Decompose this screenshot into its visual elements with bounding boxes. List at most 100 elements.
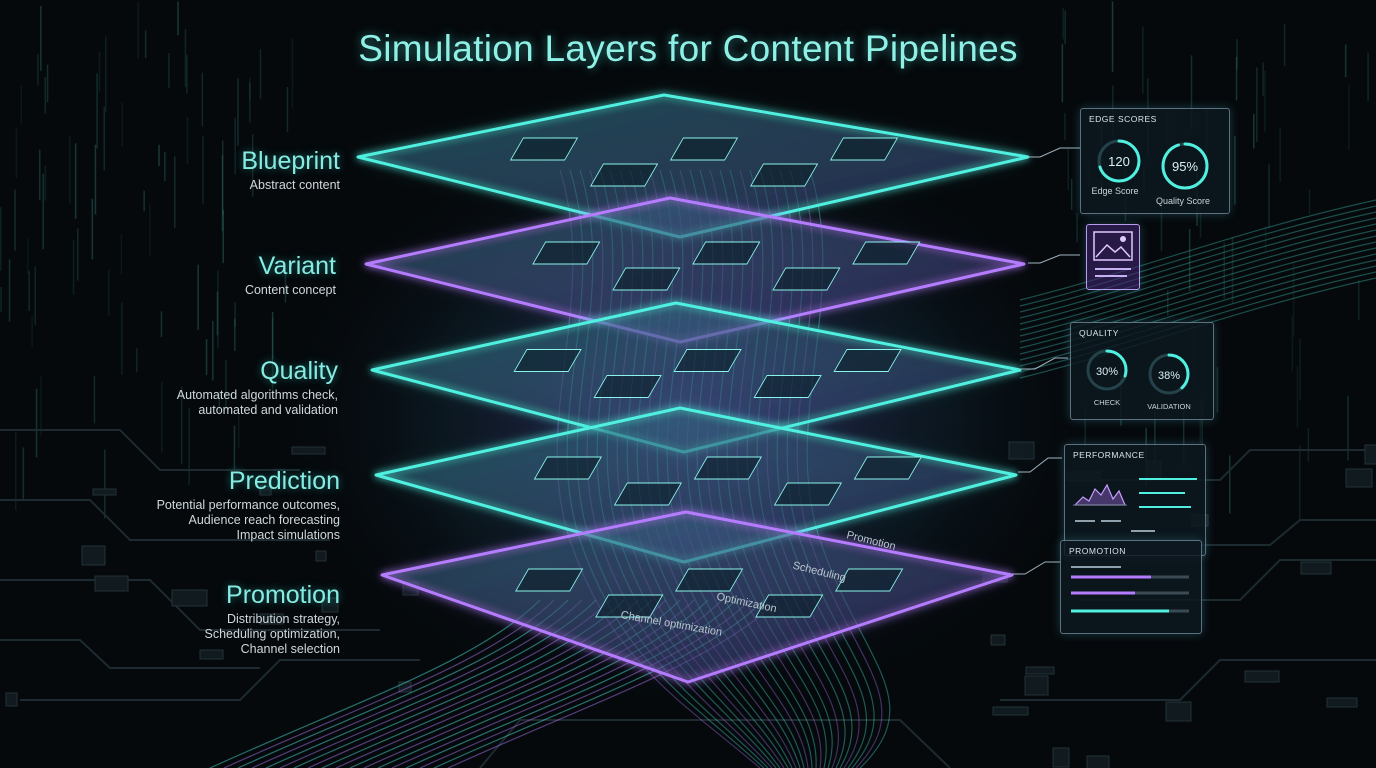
plane-content-card [595, 594, 664, 618]
matrix-streak [1268, 164, 1270, 229]
plane-content-card [513, 349, 582, 372]
circuit-chip [398, 681, 412, 693]
matrix-streak [174, 156, 176, 229]
layer-description: Potential performance outcomes, Audience… [156, 498, 340, 542]
matrix-streak [22, 447, 25, 501]
matrix-streak [197, 264, 199, 330]
plane-content-card [509, 137, 579, 161]
matrix-streak [143, 190, 145, 212]
matrix-streak [284, 274, 287, 303]
gauge-label: VALIDATION [1147, 402, 1190, 411]
matrix-streak [1234, 135, 1236, 205]
layer-plane-5 [380, 510, 1014, 684]
circuit-trace [479, 719, 951, 768]
layer-plane-1 [356, 93, 1030, 239]
matrix-streak [160, 311, 163, 337]
matrix-streak [249, 77, 251, 100]
circuit-trace [0, 499, 330, 541]
data-stream [1019, 211, 1376, 313]
circuit-chip [1025, 666, 1055, 675]
matrix-streak [205, 339, 208, 376]
layer-name: Blueprint [241, 147, 340, 175]
matrix-streak [164, 152, 166, 182]
matrix-streak [44, 77, 46, 114]
matrix-streak [1182, 402, 1185, 466]
matrix-streak [1347, 395, 1349, 461]
circuit-chip [1244, 670, 1280, 683]
matrix-streak [1154, 406, 1156, 467]
edge-scores-panel: EDGE SCORES 120 Edge Score 95% Quality S… [1080, 108, 1230, 214]
matrix-streak [37, 54, 39, 85]
matrix-streak [271, 311, 274, 360]
matrix-streak [186, 117, 189, 164]
layer-description: Distribution strategy, Scheduling optimi… [204, 612, 341, 656]
circuit-chip [321, 597, 339, 613]
plane-surface [370, 301, 1022, 454]
matrix-streak [107, 269, 110, 316]
matrix-streak [212, 320, 214, 381]
circuit-chip [1326, 697, 1358, 708]
matrix-streak [1223, 242, 1225, 300]
matrix-streak [31, 316, 33, 347]
matrix-streak [291, 38, 294, 108]
matrix-streak [1216, 367, 1219, 413]
matrix-streak [1307, 428, 1310, 462]
plane-content-card [593, 375, 662, 398]
matrix-streak [0, 287, 2, 313]
matrix-streak [233, 425, 236, 470]
gauge-value: 95% [1172, 159, 1198, 174]
layer-name: Variant [258, 252, 336, 280]
matrix-streak [104, 449, 106, 519]
data-stream [1019, 199, 1376, 301]
matrix-streak [77, 228, 79, 281]
gauge-quality-score: 95% Quality Score [1156, 142, 1210, 206]
matrix-streak [0, 207, 2, 271]
matrix-streak [1279, 127, 1281, 183]
matrix-streak [158, 144, 160, 167]
matrix-streak [34, 266, 36, 325]
matrix-streak [1190, 55, 1193, 130]
plane-content-card [852, 241, 921, 265]
matrix-streak [218, 391, 220, 414]
matrix-streak [1229, 455, 1231, 514]
layer-label-quality: Quality Automated algorithms check, auto… [18, 356, 338, 418]
matrix-streak [1348, 84, 1350, 151]
matrix-streak [1296, 366, 1299, 428]
matrix-streak [39, 149, 41, 200]
plane-content-card [612, 267, 681, 291]
circuit-chip [992, 706, 1029, 716]
matrix-streak [1264, 226, 1267, 252]
matrix-streak [1262, 62, 1264, 96]
matrix-streak [234, 117, 236, 175]
matrix-streak [96, 73, 98, 149]
plane-content-card [693, 456, 762, 480]
matrix-streak [149, 203, 151, 257]
layer-name: Promotion [226, 581, 340, 609]
matrix-streak [35, 388, 38, 458]
promotion-panel: PROMOTION [1060, 540, 1202, 634]
matrix-streak [1264, 70, 1266, 132]
matrix-streak [1367, 52, 1369, 101]
matrix-streak [225, 359, 227, 410]
data-stream [1019, 223, 1376, 325]
matrix-streak [259, 49, 262, 100]
matrix-streak [14, 189, 16, 251]
matrix-streak [188, 408, 190, 485]
image-icon [1093, 231, 1133, 277]
matrix-streak [136, 348, 138, 373]
circuit-chip [92, 488, 117, 496]
matrix-streak [234, 302, 236, 327]
page-title: Simulation Layers for Content Pipelines [358, 28, 1018, 69]
plane-surface [364, 196, 1026, 344]
circuit-trace [20, 659, 420, 701]
matrix-streak [1236, 39, 1238, 69]
plane-content-card [532, 241, 601, 265]
plane-content-card [533, 456, 602, 480]
data-stream [1019, 241, 1376, 343]
matrix-streak [20, 85, 22, 124]
matrix-streak [1199, 202, 1202, 238]
circuit-chip [259, 485, 272, 496]
gauge-validation: 38% VALIDATION [1147, 353, 1191, 411]
matrix-streak [216, 291, 219, 336]
